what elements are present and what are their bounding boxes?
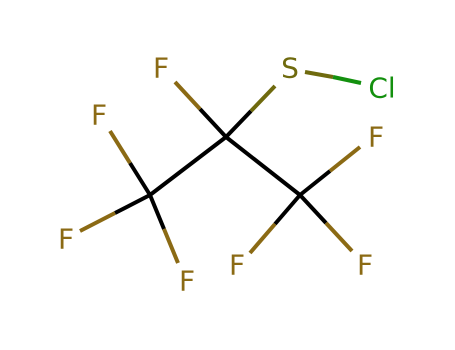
bond-c2-f-top-fluorine (173, 80, 202, 111)
bond-c2-s-carbon (224, 109, 253, 139)
atom-label-f-upper-left: F (91, 99, 107, 132)
bond-c3-f-bottom-right-fluorine (324, 221, 354, 253)
bond-c2-s-sulfur (249, 84, 277, 113)
bond-c1-f-left-carbon (114, 193, 151, 215)
bond-c3-f-bottom-middle-carbon (273, 193, 302, 226)
bond-c2-c1 (148, 135, 228, 197)
atom-label-f-bottom-right: F (357, 249, 373, 282)
atom-label-f-bottom-middle: F (229, 249, 245, 282)
bond-c3-f-bottom-middle-fluorine (248, 222, 277, 255)
atom-label-s: S (281, 52, 299, 85)
bond-c1-f-bottom-left-carbon (148, 194, 166, 230)
bond-c3-f-bottom-right-carbon (298, 193, 328, 225)
bond-c2-f-top-carbon (198, 107, 228, 139)
bonds (79, 70, 362, 264)
bond-s-cl-sulfur (304, 70, 334, 79)
bond-c2-c3 (224, 135, 302, 197)
bond-c1-f-upper-left-fluorine (108, 129, 132, 165)
bond-c1-f-bottom-left-fluorine (162, 228, 180, 264)
atom-label-f-bottom-left: F (179, 265, 195, 298)
atom-labels: F S Cl F F F F F F (58, 52, 396, 298)
atom-label-f-left: F (58, 223, 74, 256)
atom-label-f-top: F (153, 52, 169, 85)
bond-c3-f-right-carbon (298, 169, 332, 197)
bond-c1-f-left-fluorine (79, 211, 116, 233)
bond-s-cl-chlorine (332, 75, 362, 85)
atom-label-cl: Cl (368, 72, 395, 105)
bond-c3-f-right-fluorine (328, 145, 362, 173)
bond-c1-f-upper-left-carbon (128, 161, 152, 197)
atom-label-f-right: F (368, 121, 384, 154)
